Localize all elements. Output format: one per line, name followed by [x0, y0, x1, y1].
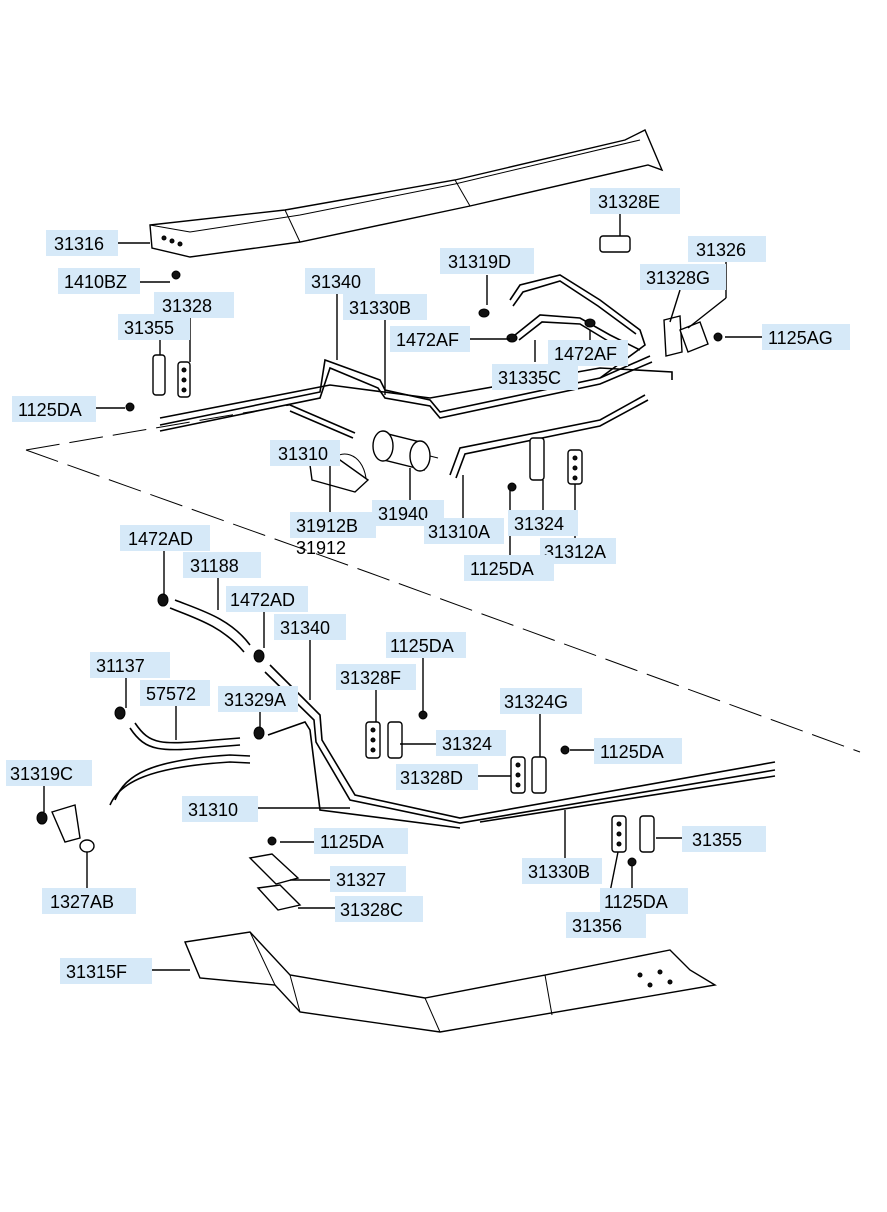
part-labels: 31316 1410BZ 31328 31355 1125DA 31340 31… — [6, 188, 850, 984]
label-31312a: 31312A — [544, 542, 606, 562]
label-31310-top: 31310 — [278, 444, 328, 464]
label-31355-bottom: 31355 — [692, 830, 742, 850]
label-31328f: 31328F — [340, 668, 401, 688]
label-1125ag: 1125AG — [768, 328, 833, 348]
label-57572: 57572 — [146, 684, 196, 704]
label-1410bz: 1410BZ — [64, 272, 127, 292]
fuel-filter-31940 — [372, 430, 439, 472]
label-1472af-left: 1472AF — [396, 330, 459, 350]
label-31327: 31327 — [336, 870, 386, 890]
label-1125da-bottom-right: 1125DA — [604, 892, 668, 912]
label-1125da-top-mid: 1125DA — [470, 559, 534, 579]
label-31330b-bottom: 31330B — [528, 862, 590, 882]
label-1125da-low: 1125DA — [320, 832, 384, 852]
label-1472ad-left: 1472AD — [128, 529, 193, 549]
label-1472af-right: 1472AF — [554, 344, 617, 364]
label-31310a: 31310A — [428, 522, 490, 542]
label-31328d: 31328D — [400, 768, 463, 788]
label-31912b: 31912B — [296, 516, 358, 536]
label-31340-bottom: 31340 — [280, 618, 330, 638]
label-1327ab: 1327AB — [50, 892, 114, 912]
label-31335c: 31335C — [498, 368, 561, 388]
label-31319c: 31319C — [10, 764, 73, 784]
label-31316: 31316 — [54, 234, 104, 254]
label-31328g: 31328G — [646, 268, 710, 288]
label-31137: 31137 — [96, 656, 145, 676]
label-31324-top: 31324 — [514, 514, 564, 534]
label-31912: 31912 — [296, 538, 346, 558]
label-31940: 31940 — [378, 504, 428, 524]
label-31328c: 31328C — [340, 900, 403, 920]
label-1125da-right-mid: 1125DA — [600, 742, 664, 762]
label-31326: 31326 — [696, 240, 746, 260]
label-31319d: 31319D — [448, 252, 511, 272]
label-31355-top: 31355 — [124, 318, 174, 338]
rail-31316 — [149, 129, 664, 258]
label-31315f: 31315F — [66, 962, 127, 982]
label-31310-bottom: 31310 — [188, 800, 238, 820]
label-31356: 31356 — [572, 916, 622, 936]
label-31328-top: 31328 — [162, 296, 212, 316]
lower-fuel-lines — [36, 593, 776, 853]
upper-clips — [125, 235, 723, 492]
rail-31315f — [184, 931, 717, 1033]
label-1125da-top-left: 1125DA — [18, 400, 82, 420]
label-31340-top: 31340 — [311, 272, 361, 292]
label-31330b-top: 31330B — [349, 298, 411, 318]
label-1472ad-right: 1472AD — [230, 590, 295, 610]
label-31328e: 31328E — [598, 192, 660, 212]
label-31329a: 31329A — [224, 690, 286, 710]
lower-clips — [248, 710, 655, 911]
label-31188: 31188 — [190, 556, 239, 576]
label-31324-bottom: 31324 — [442, 734, 492, 754]
label-1125da-mid: 1125DA — [390, 636, 454, 656]
label-31324g: 31324G — [504, 692, 568, 712]
